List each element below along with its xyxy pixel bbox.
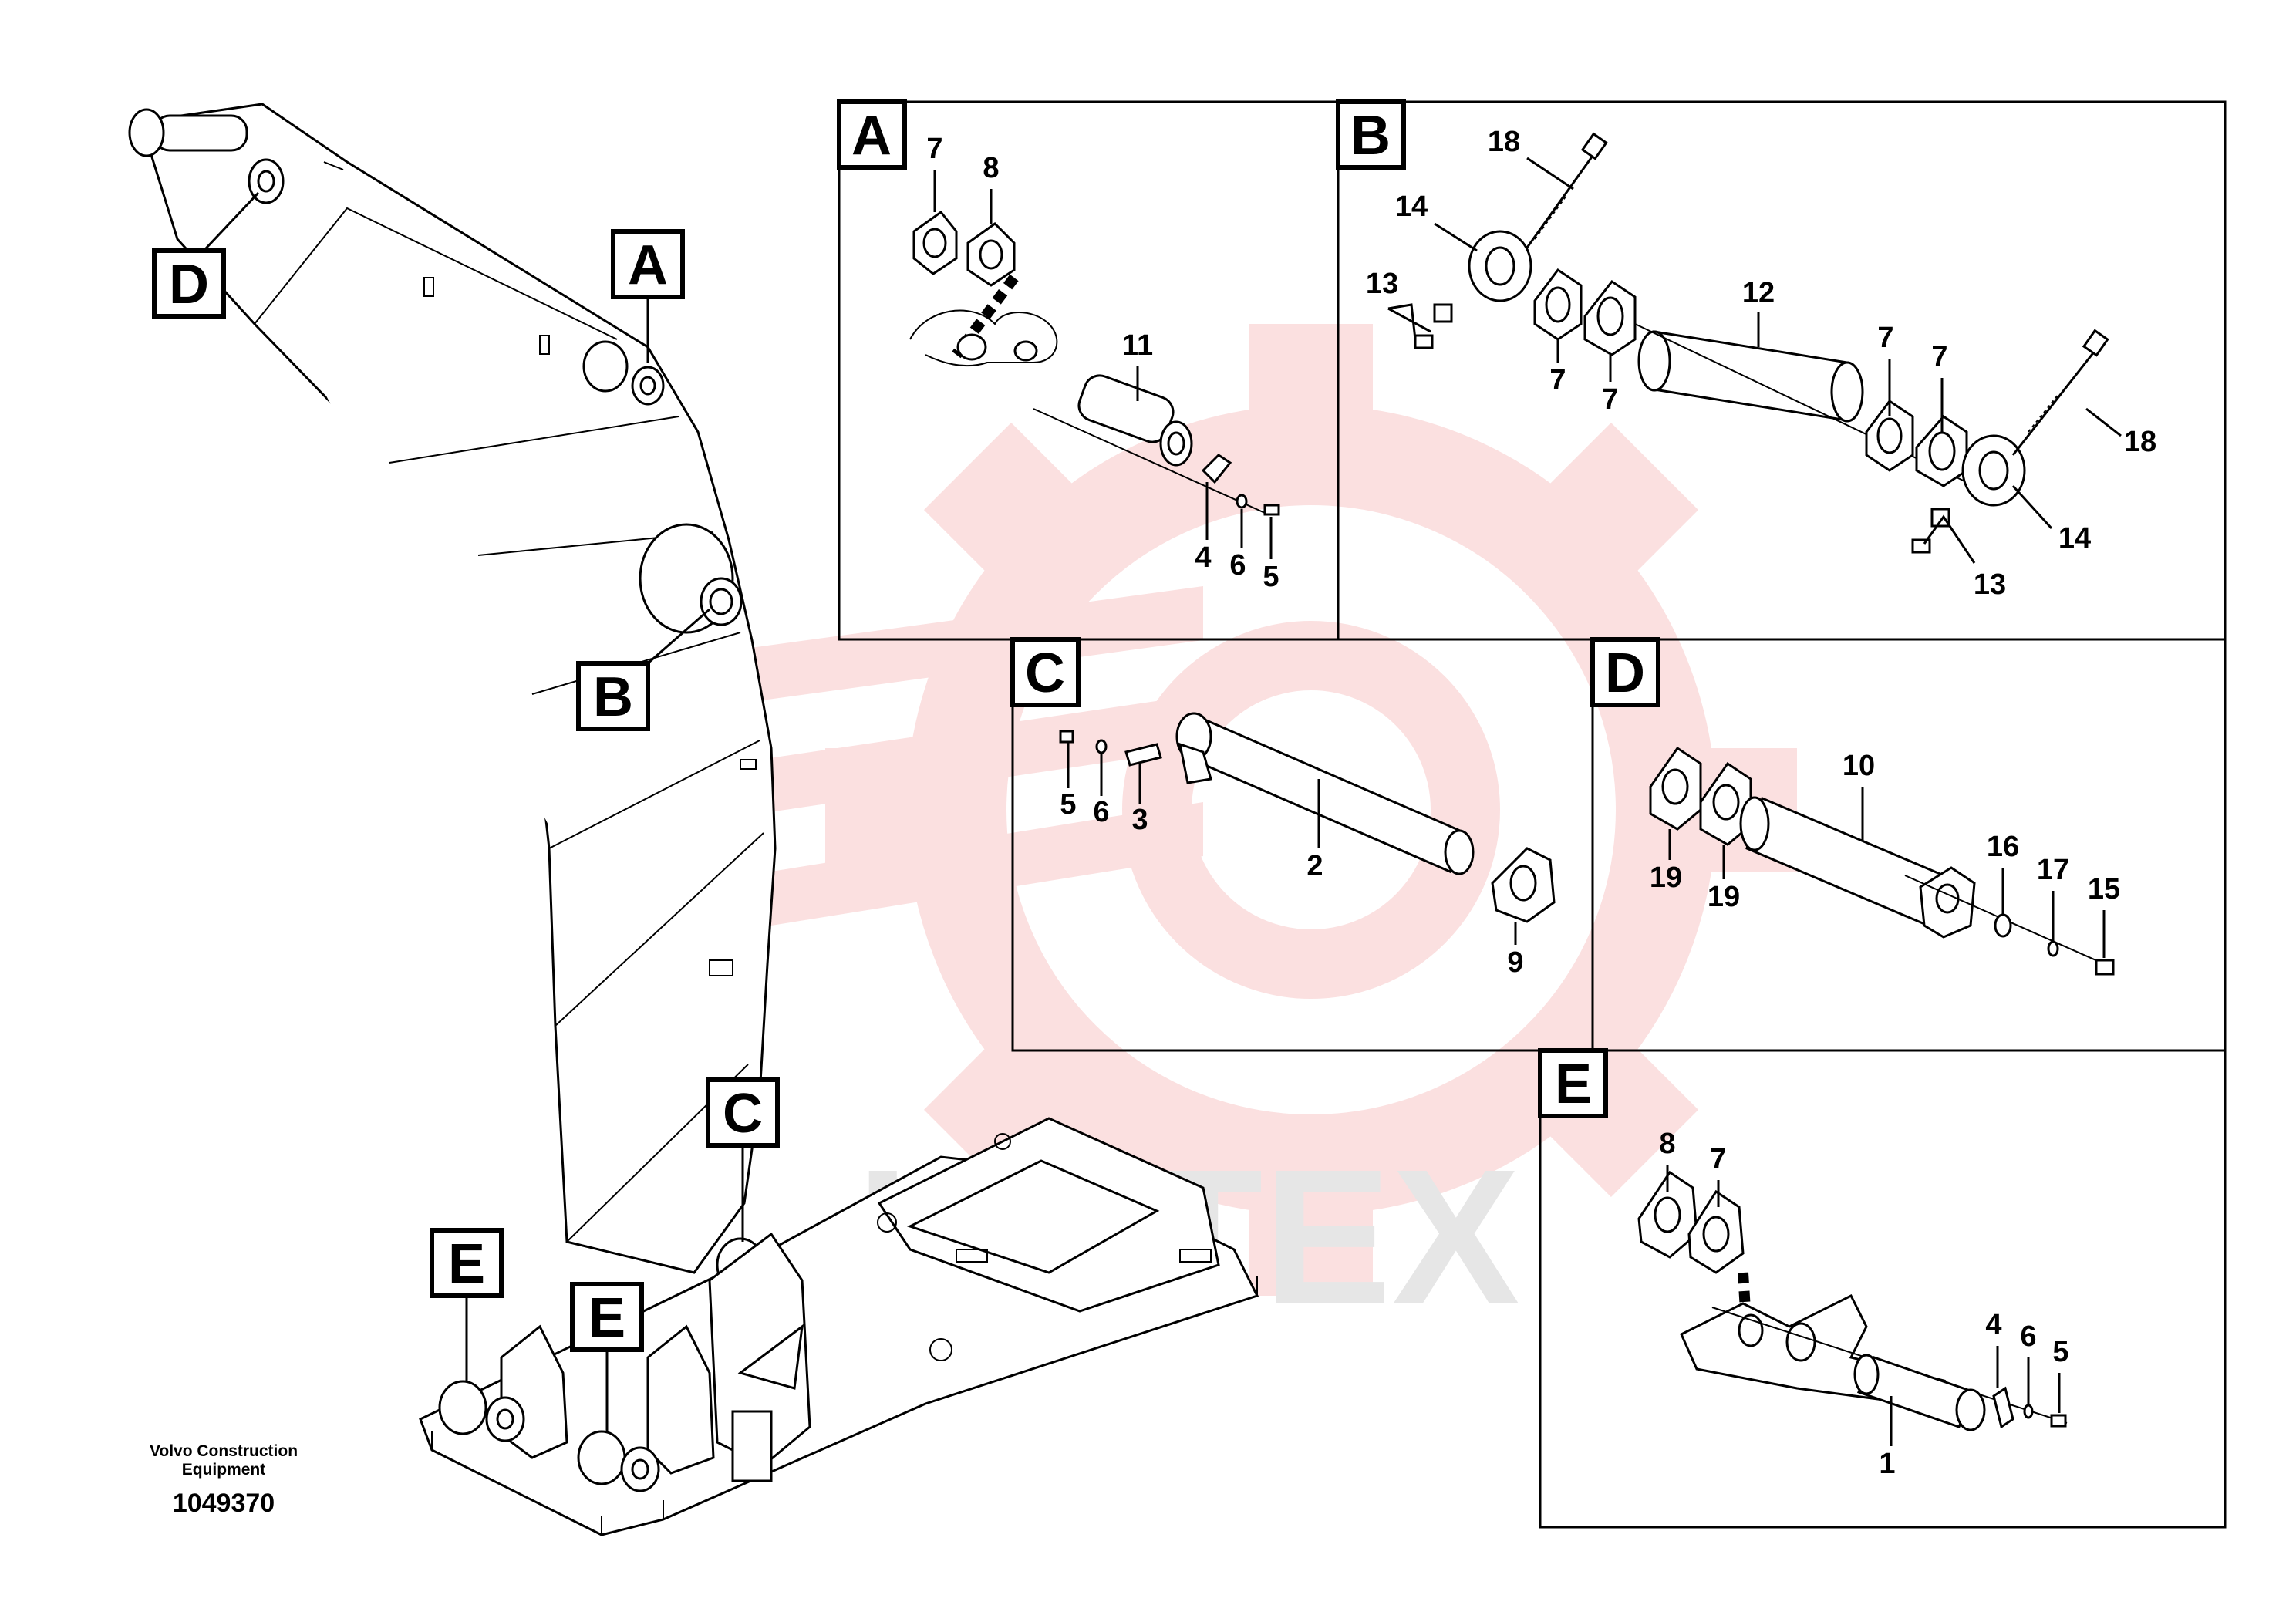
part-number-label: 3 <box>1131 804 1148 836</box>
part-number-label: 6 <box>2020 1320 2036 1353</box>
part-number-label: 8 <box>1659 1128 1675 1160</box>
overview-callout-A[interactable]: A <box>611 229 685 363</box>
part-number-label: 19 <box>1650 862 1682 894</box>
part-number-label: 14 <box>2058 522 2091 555</box>
part-number-label: 7 <box>1549 364 1566 396</box>
part-number-label: 13 <box>1366 268 1398 300</box>
panel-letter: E <box>1555 1054 1592 1115</box>
part-number-label: 1 <box>1879 1448 1895 1480</box>
part-number-label: 5 <box>1263 561 1279 593</box>
part-number-label: 8 <box>983 152 999 184</box>
overview-callout-C[interactable]: C <box>706 1077 780 1242</box>
callout-letter: C <box>723 1083 763 1145</box>
panel-letter: A <box>851 105 892 167</box>
part-number-label: 7 <box>1602 383 1618 416</box>
overview-callout-E-left[interactable]: E <box>430 1228 504 1381</box>
overview-callout-E-right[interactable]: E <box>570 1282 644 1431</box>
part-number-label: 9 <box>1507 946 1523 979</box>
panel-letter: D <box>1605 642 1645 704</box>
credit-line-2: Equipment <box>182 1461 266 1479</box>
detail-panel-B: B <box>1336 99 2227 641</box>
part-number-label: 11 <box>1122 329 1153 362</box>
callout-letter: E <box>588 1287 625 1349</box>
callout-letter: E <box>448 1233 485 1295</box>
overview-callout-D[interactable]: D <box>152 191 260 319</box>
part-number-label: 2 <box>1306 850 1323 882</box>
part-number-label: 6 <box>1229 549 1246 582</box>
part-number-label: 13 <box>1974 568 2006 601</box>
credit-line-1: Volvo Construction <box>150 1442 298 1460</box>
callout-letter: D <box>169 254 209 315</box>
detail-panel-D: D 10 19 19 16 17 15 <box>1590 637 2227 1052</box>
part-number-label: 18 <box>2124 426 2156 458</box>
panel-letter: C <box>1025 642 1065 704</box>
part-number-label: 7 <box>1877 322 1893 354</box>
part-number-label: 6 <box>1093 796 1109 828</box>
part-number-label: 5 <box>1060 788 1076 821</box>
part-number-label: 4 <box>1195 541 1211 574</box>
upper-frame-overview-drawing <box>419 1117 1259 1536</box>
part-number-label: 7 <box>1710 1143 1726 1175</box>
part-number-label: 10 <box>1843 750 1875 782</box>
part-number-label: 16 <box>1987 831 2019 863</box>
part-number-label: 4 <box>1985 1309 2001 1341</box>
part-number-label: 18 <box>1488 126 1520 158</box>
panel-letter: B <box>1350 105 1391 167</box>
detail-panel-C: C 5 6 3 2 9 <box>1010 637 1594 1052</box>
callout-letter: B <box>593 666 633 728</box>
detail-panel-A: A 7 8 11 4 6 5 <box>837 99 1340 641</box>
drawing-number: 1049370 <box>173 1489 275 1518</box>
detail-panel-E: E 8 7 4 6 5 1 <box>1538 1048 2227 1529</box>
part-number-label: 15 <box>2088 873 2120 905</box>
part-number-label: 7 <box>926 133 942 165</box>
part-number-label: 14 <box>1395 191 1428 223</box>
overview-callout-B[interactable]: B <box>576 608 710 731</box>
part-number-label: 7 <box>1931 341 1947 373</box>
part-number-label: 5 <box>2052 1336 2068 1368</box>
part-number-label: 19 <box>1708 881 1740 913</box>
callout-letter: A <box>628 234 668 296</box>
part-number-label: 12 <box>1742 277 1775 309</box>
part-number-label: 17 <box>2037 854 2069 886</box>
